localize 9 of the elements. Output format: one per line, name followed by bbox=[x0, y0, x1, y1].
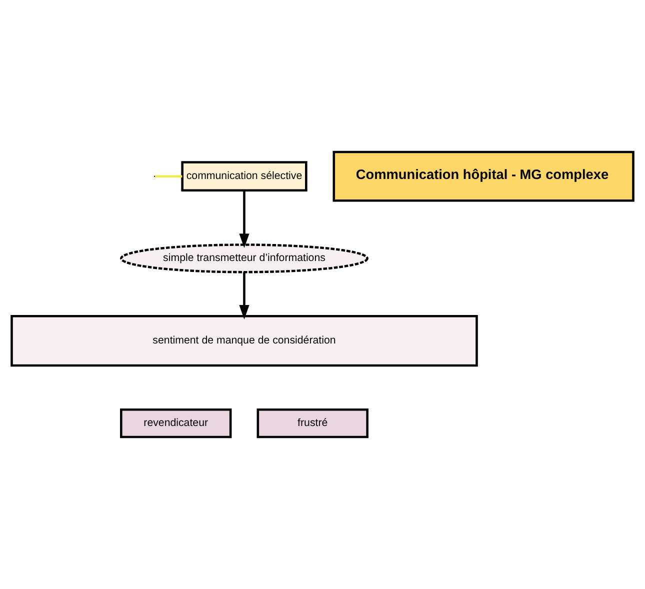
arrow bbox=[239, 190, 250, 248]
node-box: communication sélective bbox=[181, 161, 308, 192]
node-box: revendicateur bbox=[120, 408, 232, 438]
connector bbox=[154, 175, 182, 178]
node-box: sentiment de manque de considération bbox=[10, 315, 478, 367]
node-ellipse: simple transmetteur d’informations bbox=[120, 244, 368, 274]
node-box: Communication hôpital - MG complexe bbox=[332, 150, 634, 202]
arrow bbox=[239, 272, 250, 320]
node-box: frustré bbox=[256, 408, 368, 438]
